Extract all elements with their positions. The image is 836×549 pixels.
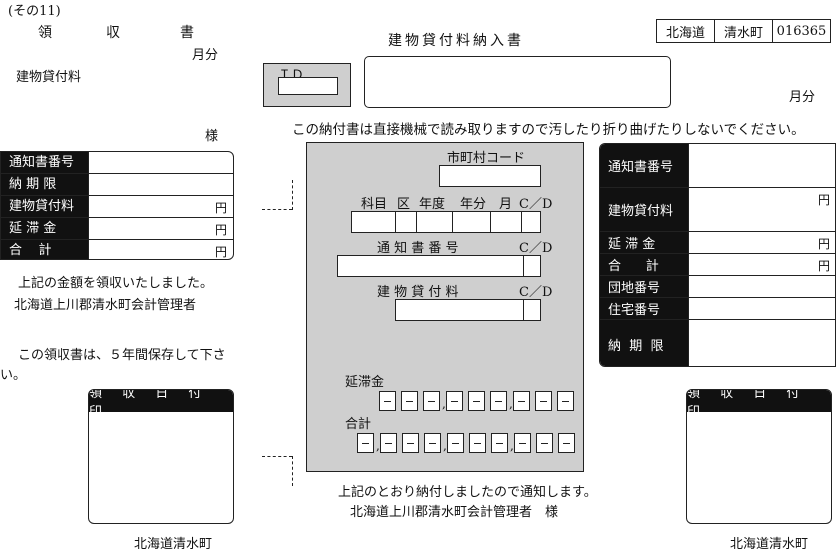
receipt-row-total: 合 計 円 xyxy=(1,240,233,259)
receipt-keep-note-1: この領収書は、５年間保存して下さ xyxy=(18,348,226,363)
notification-stamp-label: 領 収 日 付 印 xyxy=(687,390,831,420)
notification-stamp-box: 領 収 日 付 印 xyxy=(686,389,832,524)
field-fiscal-year-label: 年度 xyxy=(419,197,446,212)
id-box: ＩＤ xyxy=(263,63,351,107)
id-field xyxy=(278,77,338,95)
receipt-stamp-box: 領 収 日 付 印 xyxy=(88,389,234,524)
separator-dash xyxy=(292,180,293,210)
separator-dash xyxy=(262,209,292,210)
payment-confirm-line: 上記のとおり納付しましたので通知します。 xyxy=(338,485,597,500)
municipality-code-field xyxy=(439,165,541,187)
notification-footer: 北海道清水町 xyxy=(730,537,809,549)
total-digit xyxy=(447,433,464,453)
receipt-row-late-fee: 延 滞 金 円 xyxy=(1,218,233,240)
notif-row-due-date: 納 期 限 xyxy=(600,320,835,366)
late-fee-digit xyxy=(490,391,507,411)
receipt-issuer: 北海道上川郡清水町会計管理者 xyxy=(14,298,197,313)
receipt-keep-note-2: い。 xyxy=(0,368,27,383)
receipt-row-notice-number: 通知書番号 xyxy=(1,152,233,174)
total-digit xyxy=(380,433,397,453)
total-digit xyxy=(514,433,531,453)
late-fee-digit xyxy=(401,391,418,411)
fee-cells xyxy=(395,299,541,321)
late-fee-digit xyxy=(557,391,574,411)
notif-row-total: 合 計 円 xyxy=(600,254,835,276)
header-town: 清水町 xyxy=(715,20,773,42)
total-digit xyxy=(558,433,575,453)
header-prefecture: 北海道 xyxy=(657,20,715,42)
field-ward-label: 区 xyxy=(397,197,411,212)
late-fee-digit xyxy=(379,391,396,411)
total-digit xyxy=(424,433,441,453)
late-fee-digit xyxy=(446,391,463,411)
notice-number-cells xyxy=(337,255,541,277)
total-digit xyxy=(402,433,419,453)
municipality-code-label: 市町村コード xyxy=(447,151,526,166)
receipt-received-line: 上記の金額を領収いたしました。 xyxy=(18,276,214,291)
header-code-box: 北海道 清水町 016365 xyxy=(656,19,831,43)
receipt-title-2: 収 xyxy=(106,25,120,41)
series-label: (その11) xyxy=(8,4,61,19)
notif-row-fee: 建物貸付料 円 xyxy=(600,188,835,232)
late-fee-digit xyxy=(468,391,485,411)
receipt-row-due-date: 納 期 限 xyxy=(1,174,233,196)
ocr-panel: 市町村コード 科目 区 年度 年分 月 C／D 通 知 書 番 号 C／D 建 … xyxy=(306,142,584,472)
separator-dash xyxy=(262,456,292,457)
field-subject-label: 科目 xyxy=(361,197,388,212)
notif-row-notice-number: 通知書番号 xyxy=(600,144,835,188)
field-year-label: 年分 xyxy=(460,197,487,212)
receipt-title-3: 書 xyxy=(180,25,194,41)
notif-row-house-number: 住宅番号 xyxy=(600,298,835,320)
notif-row-estate-number: 団地番号 xyxy=(600,276,835,298)
receipt-addressee-suffix: 様 xyxy=(205,129,219,144)
addressee-box xyxy=(364,56,671,108)
total-digit xyxy=(536,433,553,453)
field-month-label: 月 xyxy=(499,197,513,212)
late-fee-digit xyxy=(535,391,552,411)
notif-row-late-fee: 延 滞 金 円 xyxy=(600,232,835,254)
fee-cd-label: C／D xyxy=(519,285,553,300)
late-fee-label: 延滞金 xyxy=(345,375,385,390)
notice-number-label: 通 知 書 番 号 xyxy=(377,241,459,256)
late-fee-digit xyxy=(513,391,530,411)
field-cd-label: C／D xyxy=(519,197,553,212)
receipt-title-1: 領 xyxy=(38,25,52,41)
late-fee-digit xyxy=(423,391,440,411)
receipt-table: 通知書番号 納 期 限 建物貸付料 円 延 滞 金 円 合 計 円 xyxy=(0,151,234,260)
fee-label: 建 物 貸 付 料 xyxy=(377,285,459,300)
total-label: 合計 xyxy=(345,417,372,432)
payment-title: 建物貸付料納入書 xyxy=(388,33,524,49)
receipt-fee-label: 建物貸付料 xyxy=(16,70,82,85)
machine-read-notice: この納付書は直接機械で読み取りますので汚したり折り曲げたりしないでください。 xyxy=(292,122,805,138)
fields-row-cells xyxy=(351,211,541,233)
total-digit xyxy=(491,433,508,453)
receipt-month-label: 月分 xyxy=(192,48,219,63)
payment-month-label: 月分 xyxy=(789,90,816,105)
payment-issuer-line: 北海道上川郡清水町会計管理者 様 xyxy=(350,505,559,520)
separator-dash xyxy=(292,456,293,486)
receipt-stamp-label: 領 収 日 付 印 xyxy=(89,390,233,420)
receipt-footer: 北海道清水町 xyxy=(134,537,213,549)
total-digit xyxy=(469,433,486,453)
total-digit xyxy=(357,433,374,453)
header-code: 016365 xyxy=(776,23,827,39)
notification-table: 通知書番号 建物貸付料 円 延 滞 金 円 合 計 円 団地番号 住宅番号 納 … xyxy=(599,143,836,367)
receipt-row-fee: 建物貸付料 円 xyxy=(1,196,233,218)
notice-cd-label: C／D xyxy=(519,241,553,256)
